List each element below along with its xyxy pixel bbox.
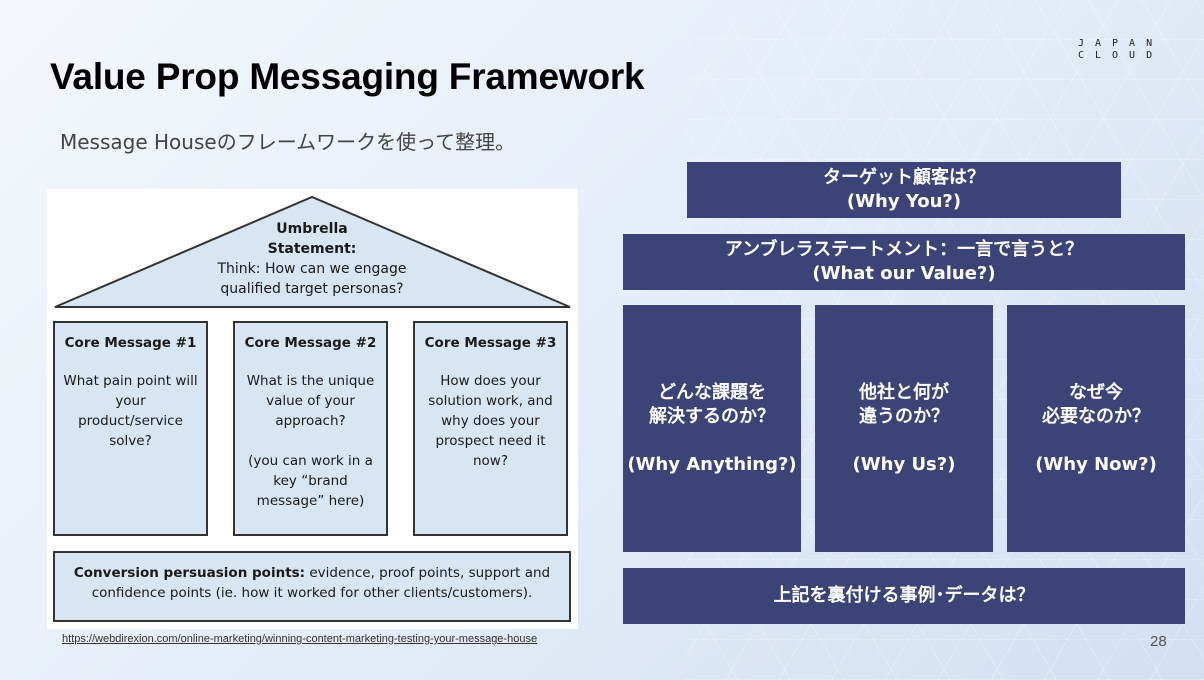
house-roof-shape [54,195,571,308]
core-message-pillar-3: Core Message #3 How does your solution w… [413,321,568,536]
japan-cloud-logo: JAPAN CLOUD [1078,38,1163,62]
column-box-why-anything: どんな課題を 解決するのか？ (Why Anything?) [623,305,801,552]
roof-body-1: Think: How can we engage [217,261,407,277]
column-line-2: 違うのか？ [859,405,949,427]
column-why: (Why Us?) [852,453,956,475]
core-message-pillar-2: Core Message #2 What is the unique value… [233,321,388,536]
conversion-persuasion-box: Conversion persuasion points: evidence, … [53,551,571,622]
pillar-body: What is the unique value of your approac… [246,373,375,429]
pillar-heading: Core Message #3 [424,335,557,351]
target-line-1: ターゲット顧客は？ [823,167,985,188]
core-message-pillar-1: Core Message #1 What pain point will you… [53,321,208,536]
base-bold-label: Conversion persuasion points: [73,565,306,581]
umbrella-statement: Umbrella Statement: Think: How can we en… [197,219,427,299]
page-number: 28 [1150,633,1167,650]
pillar-body: How does your solution work, and why doe… [428,373,553,469]
roof-heading-2: Statement: [267,241,357,257]
umbrella-line-2: (What our Value?) [812,263,996,284]
target-line-2: (Why You?) [846,191,962,212]
umbrella-statement-box: アンブレラステートメント：一言で言うと？ (What our Value?) [623,234,1185,290]
source-link[interactable]: https://webdirexion.com/online-marketing… [62,633,538,645]
column-line-1: どんな課題を [658,381,766,403]
column-box-why-us: 他社と何が 違うのか？ (Why Us?) [815,305,993,552]
column-line-1: 他社と何が [859,381,949,403]
logo-line-1: JAPAN [1078,38,1164,49]
evidence-box: 上記を裏付ける事例･データは？ [623,568,1185,624]
pillar-body: What pain point will your product/servic… [63,373,198,449]
evidence-text: 上記を裏付ける事例･データは？ [773,585,1035,606]
column-why: (Why Anything?) [627,453,797,475]
column-line-1: なぜ今 [1069,381,1123,403]
target-customer-box: ターゲット顧客は？ (Why You?) [687,162,1121,218]
column-line-2: 必要なのか？ [1042,405,1150,427]
column-line-2: 解決するのか？ [649,405,775,427]
page-subtitle: Message Houseのフレームワークを使って整理。 [60,130,516,154]
message-house-image: Umbrella Statement: Think: How can we en… [47,189,578,629]
pillar-note: (you can work in a key “brand message” h… [248,453,373,509]
logo-line-2: CLOUD [1078,50,1164,61]
column-box-why-now: なぜ今 必要なのか？ (Why Now?) [1007,305,1185,552]
pillar-heading: Core Message #2 [244,335,377,351]
roof-heading-1: Umbrella [276,221,348,237]
umbrella-line-1: アンブレラステートメント：一言で言うと？ [724,239,1084,260]
base-text: evidence, proof points, support and conf… [91,565,551,601]
column-why: (Why Now?) [1035,453,1157,475]
roof-body-2: qualified target personas? [220,281,404,297]
page-title: Value Prop Messaging Framework [50,56,645,97]
pillar-heading: Core Message #1 [64,335,197,351]
